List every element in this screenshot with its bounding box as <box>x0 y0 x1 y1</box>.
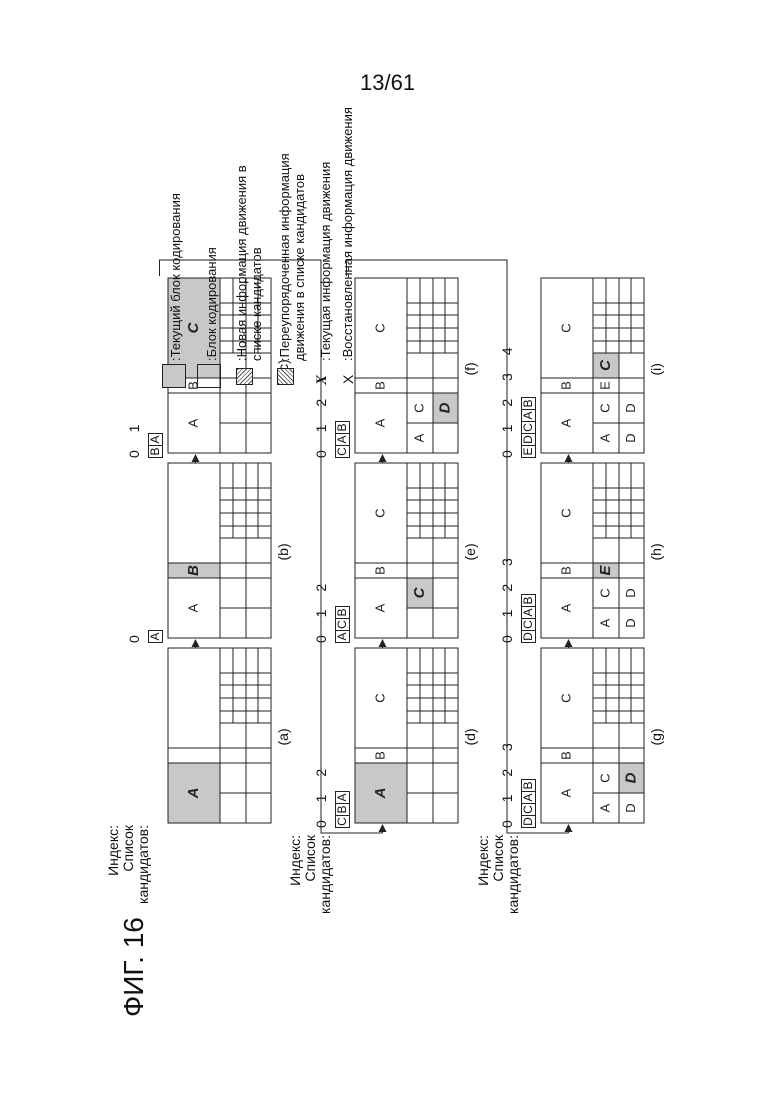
current-block-letter: C <box>411 586 428 598</box>
block-letter: A <box>372 418 387 427</box>
legend-restored-motion: :Восстановленная информация движения <box>340 107 355 361</box>
block-letter: B <box>558 751 573 760</box>
block-letter: C <box>558 323 573 332</box>
legend-new-info: :Новая информация движения в списке канд… <box>234 165 264 361</box>
block-letter: C <box>597 403 612 412</box>
legend-new-info-line1: :Новая информация движения в <box>234 165 249 361</box>
legend-current-motion: :Текущая информация движения <box>318 162 333 361</box>
block-letter: B <box>558 566 573 575</box>
block-letter: A <box>558 788 573 797</box>
current-block-letter: C <box>185 321 202 333</box>
block-letter: C <box>411 403 426 412</box>
block-letter: C <box>372 323 387 332</box>
block-letter: B <box>372 566 387 575</box>
block-letter: D <box>623 403 638 412</box>
block-letter: B <box>558 381 573 390</box>
block-letter: A <box>411 433 426 442</box>
current-motion-symbol-icon: X <box>314 375 331 385</box>
current-block-letter: D <box>622 772 639 783</box>
block-letter: C <box>372 693 387 702</box>
legend-reordered-line1: :Переупорядоченная информация <box>277 153 292 361</box>
block-letter: A <box>558 418 573 427</box>
block-letter: A <box>558 603 573 612</box>
block-letter: A <box>597 618 612 627</box>
block-letter: C <box>558 693 573 702</box>
current-block-letter: A <box>372 788 389 800</box>
current-block-letter: D <box>436 402 453 413</box>
block-letter: C <box>372 508 387 517</box>
reordered-info-hatch-icon <box>277 368 294 385</box>
restored-motion-symbol-icon: X <box>340 375 356 384</box>
new-info-hatch-icon <box>236 368 253 385</box>
block-letter: C <box>558 508 573 517</box>
current-block-letter: C <box>597 359 614 371</box>
current-block-swatch-icon <box>162 364 186 388</box>
legend-reordered-info: :Переупорядоченная информация движения в… <box>277 153 307 361</box>
block-letter: C <box>597 773 612 782</box>
legend-coding-block: :Блок кодирования <box>204 247 219 361</box>
block-letter: A <box>372 603 387 612</box>
block-letter: A <box>597 433 612 442</box>
legend-current-block: :Текущий блок кодирования <box>168 193 183 361</box>
block-letter: A <box>597 803 612 812</box>
block-letter: D <box>623 803 638 812</box>
block-letter: E <box>597 381 612 390</box>
block-letter: A <box>185 418 200 427</box>
block-letter: B <box>372 381 387 390</box>
legend-new-info-line2: списке кандидатов <box>249 165 264 361</box>
block-letter: A <box>185 603 200 612</box>
block-letter: C <box>597 588 612 597</box>
current-block-letter: E <box>597 565 614 576</box>
current-block-letter: B <box>185 565 202 576</box>
block-letter: B <box>372 751 387 760</box>
block-letter: D <box>623 588 638 597</box>
legend-reordered-line2: движения в списке кандидатов <box>292 153 307 361</box>
block-letter: D <box>623 433 638 442</box>
coding-block-swatch-icon <box>197 364 221 388</box>
block-letter: D <box>623 618 638 627</box>
current-block-letter: A <box>185 788 202 800</box>
